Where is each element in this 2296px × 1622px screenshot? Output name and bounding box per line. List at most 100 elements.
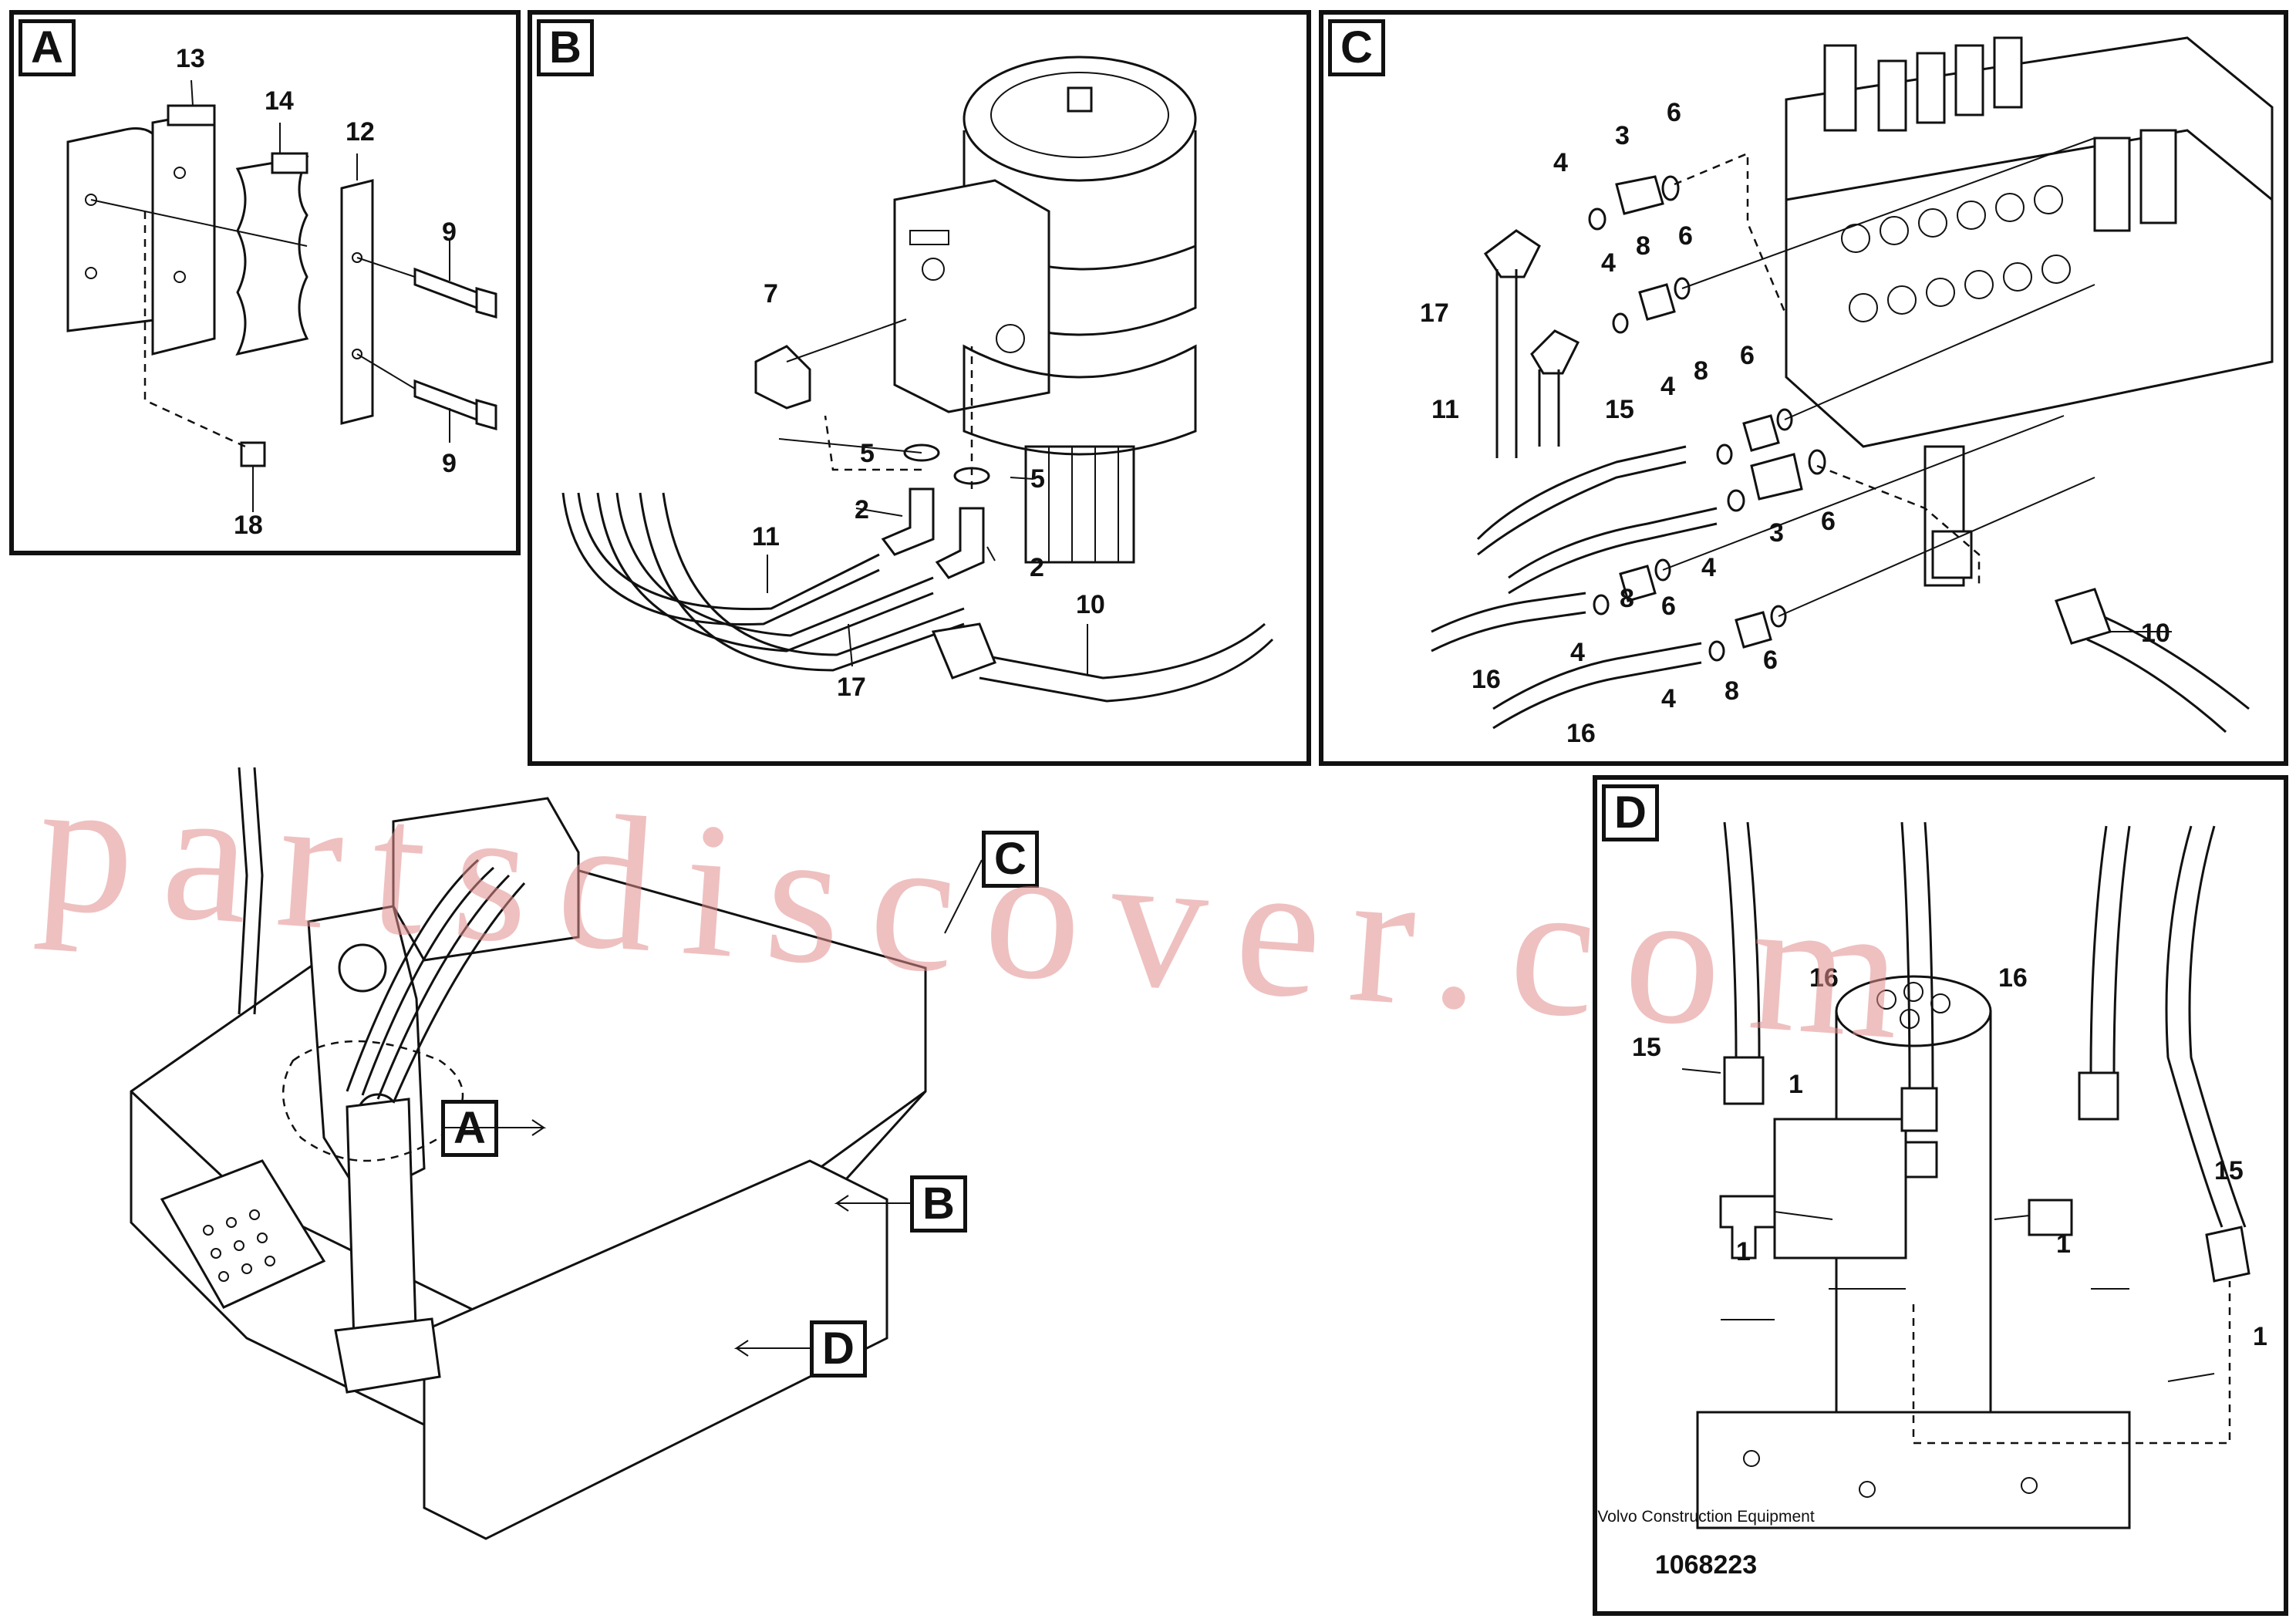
callout: 11: [752, 522, 780, 551]
cover-plate-12: [340, 179, 374, 425]
swing-motor-top: [963, 56, 1197, 182]
callout: 10: [2141, 619, 2170, 648]
callout: 5: [860, 439, 875, 468]
view-b-label: B: [537, 19, 594, 76]
view-b-panel: B 7 5 5 2 2 11 17 10: [528, 10, 1311, 766]
view-a-drawing: [66, 79, 497, 512]
callout: 1: [2056, 1229, 2071, 1259]
callout: 5: [1030, 464, 1045, 494]
callout: 9: [442, 449, 457, 478]
callout: 16: [1998, 963, 2028, 993]
view-c-panel: C 4 3 6 4 8 6 17 11 8 6 15 4 3 6 4 8 6 1…: [1319, 10, 2288, 766]
callout: 4: [1601, 248, 1616, 278]
view-c-drawing: [1431, 36, 2274, 733]
callout: 2: [1030, 553, 1044, 582]
counterweight-base: [423, 1159, 888, 1540]
callout: 15: [1632, 1033, 1661, 1062]
callout: 3: [1615, 121, 1630, 150]
hose-elbow-11: [1530, 329, 1580, 375]
tee-fitting-1: [1719, 1195, 1776, 1259]
valve-block: [893, 179, 1050, 413]
fitting-15: [2078, 1071, 2119, 1121]
callout: 4: [1570, 638, 1585, 667]
view-c-label: C: [1328, 19, 1385, 76]
callout: 6: [1821, 507, 1836, 536]
bolt-9: [413, 379, 478, 422]
callout: 9: [442, 218, 457, 247]
bracket-plate: [66, 127, 162, 332]
adapter-8: [1638, 283, 1676, 321]
hose-10: [979, 622, 1266, 679]
hose-end-10: [2055, 588, 2112, 645]
view-d-panel: D 16 16 15 1 1 1 15 1: [1593, 775, 2288, 1616]
bolt-9: [413, 267, 478, 310]
callout: 17: [837, 673, 866, 702]
callout: 6: [1678, 221, 1693, 251]
pointer-d-label: D: [810, 1320, 867, 1378]
callout: 16: [1472, 665, 1501, 694]
clamp-half-13: [151, 110, 216, 356]
callout: 18: [234, 511, 263, 540]
callout: 8: [1725, 676, 1739, 706]
pointer-a-label: A: [441, 1100, 498, 1157]
upper-frame-overview: [130, 767, 927, 1540]
callout: 1: [1789, 1070, 1803, 1099]
fitting-16: [1900, 1087, 1938, 1132]
callout: 11: [1431, 395, 1459, 424]
callout: 3: [1769, 518, 1784, 548]
view-d-label: D: [1602, 784, 1659, 841]
callout: 8: [1636, 231, 1650, 261]
callout: 4: [1660, 372, 1675, 401]
manufacturer-caption: Volvo Construction Equipment: [1597, 1508, 1815, 1526]
fitting-15: [1723, 1056, 1765, 1105]
fitting-1: [1904, 1141, 1938, 1179]
callout: 15: [1605, 395, 1634, 424]
bracket-hole: [85, 267, 97, 279]
elbow-fitting-7: [754, 345, 811, 410]
callout: 6: [1661, 592, 1676, 621]
view-b-drawing: [561, 56, 1274, 703]
step-plate: [160, 1159, 326, 1309]
pointer-c-label: C: [982, 831, 1039, 888]
callout: 1: [2253, 1322, 2267, 1351]
callout: 8: [1620, 584, 1634, 613]
control-valve-block: [1785, 36, 2274, 448]
elbow-fitting-2: [935, 507, 985, 579]
hose-elbow-17: [1483, 229, 1541, 278]
callout: 15: [2214, 1156, 2244, 1185]
callout: 4: [1553, 148, 1568, 177]
hose-16: [1723, 821, 1738, 1058]
pointer-b-label: B: [910, 1175, 967, 1233]
bracket-hole: [85, 194, 97, 206]
callout: 6: [1740, 341, 1755, 370]
bolt-9-head: [475, 287, 497, 319]
callout: 6: [1763, 646, 1778, 675]
elbow-fitting-2: [881, 487, 935, 556]
clamp-top-13: [167, 104, 216, 126]
callout: 8: [1694, 356, 1708, 386]
hose-end-fitting: [931, 622, 996, 679]
callout: 4: [1661, 684, 1676, 713]
view-a-panel: A 13 14 12 9 9 18: [9, 10, 521, 555]
bolt-18: [240, 441, 266, 467]
bolt-9-head: [475, 399, 497, 430]
callout: 14: [265, 86, 294, 116]
callout: 4: [1701, 553, 1716, 582]
callout: 10: [1076, 590, 1105, 619]
view-a-label: A: [19, 19, 76, 76]
control-valve: [392, 797, 580, 962]
callout: 7: [764, 279, 778, 309]
fitting-1: [2205, 1226, 2250, 1283]
view-d-drawing: [1681, 821, 2250, 1529]
callout: 1: [1736, 1237, 1751, 1266]
hose-11: [561, 492, 880, 626]
callout: 12: [346, 117, 375, 147]
callout: 2: [855, 495, 869, 524]
port-fitting: [1931, 530, 1973, 579]
callout: 16: [1809, 963, 1839, 993]
pinion-gear: [1024, 445, 1135, 564]
drawing-number: 1068223: [1654, 1550, 1758, 1580]
adapter-3: [1615, 175, 1664, 215]
callout: 17: [1420, 298, 1449, 328]
